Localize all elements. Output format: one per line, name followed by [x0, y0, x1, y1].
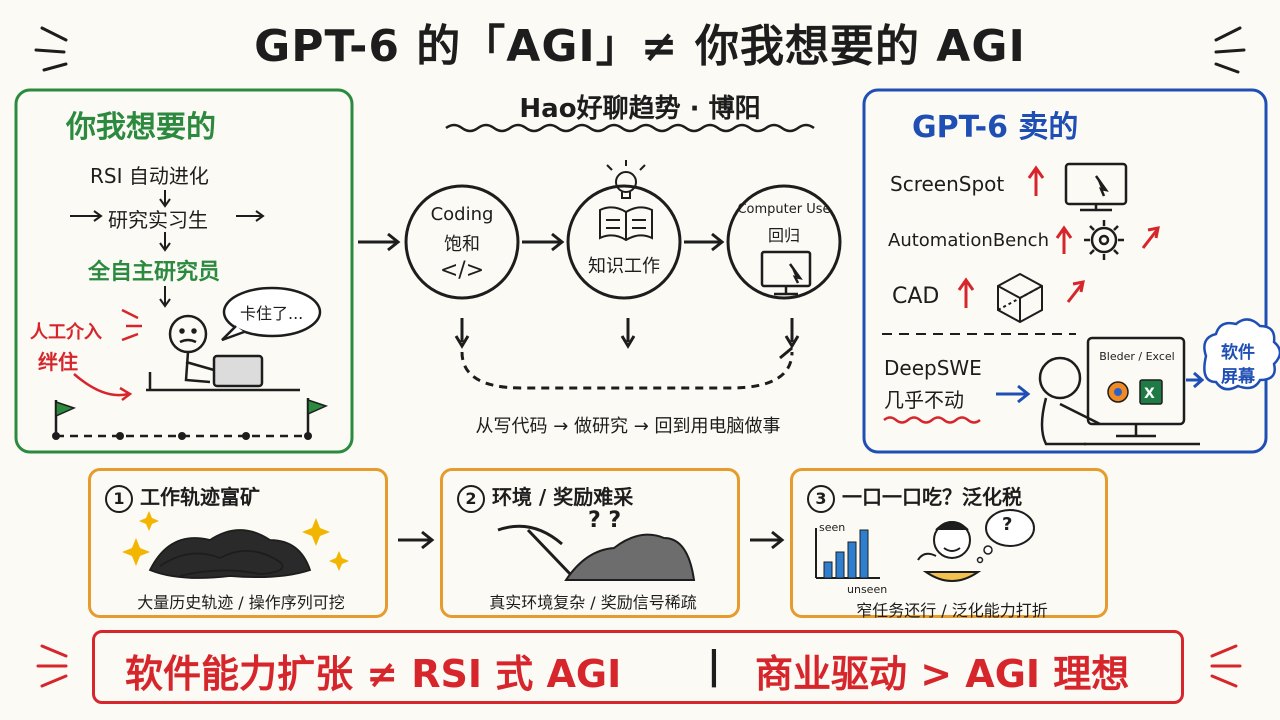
- left-flow-arrows: [70, 190, 265, 308]
- subtitle-wavy-underline: [445, 123, 815, 133]
- card-number: 1: [105, 485, 133, 513]
- intervention-label-2: 绊住: [38, 350, 78, 374]
- gear-icon: [1084, 220, 1124, 260]
- computer-use-label: Computer Use: [737, 202, 831, 217]
- rsi-label: RSI 自动进化: [90, 164, 209, 188]
- flow-caption: 从写代码 → 做研究 → 回到用电脑做事: [475, 416, 781, 437]
- cloud-label-2: 屏幕: [1221, 367, 1255, 387]
- speech-bubble-text: 卡住了...: [240, 304, 304, 323]
- rubble-icon: [564, 533, 696, 581]
- card-title: 一口一口吃？泛化税: [841, 485, 1022, 509]
- screenspot-screen-icon: [1064, 162, 1128, 212]
- question-marks: ? ?: [588, 508, 622, 533]
- deepswe-label: DeepSWE: [884, 356, 982, 380]
- lightbulb-icon: [606, 160, 646, 199]
- page-subtitle: Hao好聊趋势 · 博阳: [519, 94, 761, 124]
- researcher-label: 全自主研究员: [88, 260, 221, 285]
- card-caption: 大量历史轨迹 / 操作序列可挖: [137, 593, 345, 612]
- mini-bar-chart: [815, 528, 880, 579]
- banner-separator: |: [707, 643, 721, 687]
- red-wavy-underline: [883, 416, 981, 424]
- card-number: 2: [457, 485, 485, 513]
- middle-flow-arrows: [358, 232, 800, 390]
- banner-left-text: 软件能力扩张 ≠ RSI 式 AGI: [125, 652, 622, 696]
- cad-cube-icon: [997, 272, 1043, 324]
- card-caption: 真实环境复杂 / 奖励信号稀疏: [489, 593, 697, 612]
- banner-emphasis-strokes: [36, 644, 1242, 688]
- page-title: GPT-6 的「AGI」≠ 你我想要的 AGI: [254, 21, 1026, 72]
- scribble-pile-icon: [148, 529, 312, 579]
- card-title: 工作轨迹富矿: [139, 485, 260, 509]
- screenspot-label: ScreenSpot: [890, 172, 1005, 196]
- card-generalization-tax: 3 一口一口吃？泛化税 seen unseen 窄任务还行 / 泛化能力打折: [790, 468, 1108, 620]
- blue-arrow-icon: [996, 384, 1031, 404]
- cloud-label-1: 软件: [1221, 343, 1255, 363]
- knowledge-work-label: 知识工作: [588, 256, 660, 277]
- left-panel-heading: 你我想要的: [66, 110, 216, 145]
- automationbench-label: AutomationBench: [888, 230, 1049, 251]
- title-emphasis-strokes: [34, 26, 1246, 74]
- pickaxe-icon: [497, 524, 574, 578]
- thought-question-mark: ?: [1002, 514, 1013, 535]
- card-number: 3: [807, 485, 835, 513]
- middle-circles: [404, 184, 842, 300]
- progress-flags: [52, 398, 329, 440]
- intervention-label-1: 人工介入: [30, 322, 102, 343]
- card-title: 环境 / 奖励难采: [491, 485, 634, 509]
- coding-label: Coding: [430, 204, 494, 225]
- card-flow-arrows: [398, 530, 785, 550]
- card-env-reward: 2 环境 / 奖励难采 真实环境复杂 / 奖励信号稀疏: [440, 468, 740, 618]
- conclusion-banner: 软件能力扩张 ≠ RSI 式 AGI | 商业驱动 > AGI 理想: [92, 630, 1184, 704]
- computer-use-return-label: 回归: [767, 226, 800, 245]
- book-icon: [599, 206, 653, 242]
- intern-label: 研究实习生: [108, 208, 208, 232]
- card-gold-mine: 1 工作轨迹富矿 大量历史轨迹 / 操作序列可挖: [88, 468, 388, 618]
- card-caption: 窄任务还行 / 泛化能力打折: [856, 601, 1048, 620]
- code-icon: </>: [439, 258, 485, 283]
- monitor-icon: [760, 250, 812, 296]
- cad-label: CAD: [892, 284, 940, 309]
- screen-apps-label: Bleder / Excel: [1099, 350, 1175, 363]
- rising-red-arrows: [957, 165, 1160, 308]
- right-panel-heading: GPT-6 卖的: [912, 110, 1079, 145]
- person-at-screen-drawing: [1038, 336, 1200, 446]
- intervention-red-marks: [73, 308, 142, 401]
- stuck-person-drawing: [146, 314, 300, 392]
- excel-icon: [1139, 379, 1163, 405]
- banner-right-text: 商业驱动 > AGI 理想: [755, 652, 1130, 696]
- kid-eating-drawing: [917, 521, 982, 582]
- coding-saturated-label: 饱和: [444, 234, 480, 255]
- sparkle-icons: [122, 511, 349, 571]
- seen-label: seen: [819, 521, 846, 534]
- svg-text:X: X: [1144, 386, 1155, 402]
- deepswe-stagnant-label: 几乎不动: [884, 388, 964, 412]
- cloud-icon: [1203, 318, 1280, 391]
- unseen-label: unseen: [847, 583, 888, 596]
